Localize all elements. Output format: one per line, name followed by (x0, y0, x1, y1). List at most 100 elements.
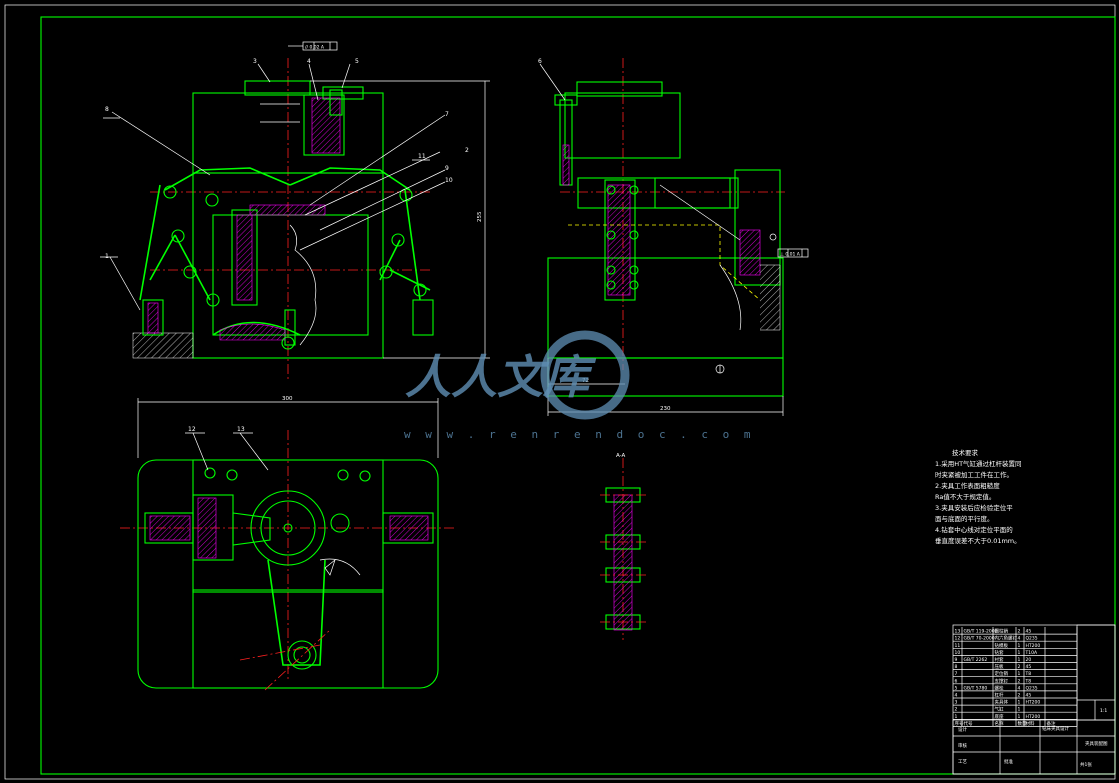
parts-cell: HT200 (1026, 714, 1041, 720)
parts-cell: 底座 (995, 713, 1004, 720)
part-balloons: 1 2 3 4 5 6 7 8 9 10 11 12 13 (105, 58, 542, 433)
parts-cell: 螺栓 (995, 684, 1004, 691)
parts-cell: 2 (1018, 664, 1021, 670)
tech-req-line-6: 面与底面的平行度。 (935, 514, 994, 523)
watermark-text: 人人文库 (405, 350, 597, 404)
parts-header-cell: 数量 (1018, 720, 1027, 727)
balloon-13: 13 (237, 426, 245, 433)
parts-cell: 4 (955, 693, 958, 699)
balloon-3: 3 (253, 58, 257, 65)
parts-cell: 圆柱销 (995, 628, 1009, 635)
parts-cell: 4 (1018, 636, 1021, 642)
parts-cell: GB/T 2262 (964, 657, 988, 663)
parts-cell: 气缸 (995, 706, 1004, 713)
parts-cell: T8 (1025, 678, 1032, 684)
balloon-4: 4 (307, 58, 311, 65)
parts-cell: GB/T 5780 (964, 685, 988, 691)
tech-req-line-3: 2.夹具工作表面粗糙度 (935, 481, 1000, 490)
parts-cell: 2 (1018, 693, 1021, 699)
parts-cell: 8 (955, 664, 958, 670)
watermark: 人人文库 w w w . r e n r e n d o c . c o m (404, 330, 755, 441)
sign-label-process: 工艺 (958, 759, 967, 765)
parts-cell: 45 (1026, 693, 1032, 699)
parts-header-cell: 代号 (964, 720, 973, 727)
side-view: ⊥ 0.01 A 72 230 (539, 58, 809, 416)
parts-cell: 5 (955, 685, 958, 691)
balloon-11: 11 (418, 153, 426, 160)
parts-cell: 45 (1026, 629, 1032, 635)
parts-cell: HT200 (1026, 643, 1041, 649)
technical-requirements: 技术要求 1.采用HT气缸通过杠杆装置同 时夹紧被加工工件在工作。 2.夹具工作… (935, 448, 1022, 545)
parts-cell: 1 (1018, 700, 1021, 706)
parts-cell: 12 (955, 636, 961, 642)
sign-label-design: 设计 (958, 726, 967, 733)
tech-req-line-8: 垂直度误差不大于0.01mm。 (935, 536, 1021, 545)
design-title: 钻床夹具设计 (1042, 725, 1069, 732)
sheet-count: 共1张 (1080, 761, 1092, 768)
parts-cell: HT200 (1026, 700, 1041, 706)
parts-cell: 45 (1026, 664, 1032, 670)
dim-side-offset: 72 (582, 378, 589, 384)
top-view: 300 (120, 396, 455, 691)
parts-cell: 钻模板 (995, 642, 1009, 649)
parts-cell: 4 (1018, 685, 1021, 691)
parts-cell: GB/T 70-2000 (964, 636, 995, 642)
balloon-10: 10 (445, 177, 453, 184)
parts-cell: 10 (955, 650, 961, 656)
balloon-12: 12 (188, 426, 196, 433)
parts-cell: 20 (1026, 657, 1032, 663)
tech-req-line-7: 4.钻套中心线对定位平面的 (935, 525, 1013, 534)
drawing-name: 夹具装配图 (1085, 740, 1108, 747)
section-label: A-A (616, 453, 626, 459)
parts-cell: 钻套 (995, 649, 1004, 656)
tech-req-line-2: 时夹紧被加工工件在工作。 (935, 470, 1013, 479)
parts-cell: 6 (955, 678, 958, 684)
watermark-url: w w w . r e n r e n d o c . c o m (404, 428, 755, 441)
parts-cell: 1 (955, 714, 958, 720)
parts-cell: 1 (1018, 707, 1021, 713)
parts-cell: 7 (955, 671, 958, 677)
balloon-7: 7 (445, 111, 449, 118)
parts-cell: 压板 (995, 663, 1004, 670)
tech-req-line-4: Ra值不大于规定值。 (935, 492, 995, 501)
front-view: 255 // 0.02 A (100, 41, 490, 380)
parts-cell: 2 (955, 707, 958, 713)
parts-cell: 1 (1018, 643, 1021, 649)
parts-cell: 1 (1018, 657, 1021, 663)
balloon-2: 2 (465, 147, 469, 154)
dim-top-width: 300 (282, 396, 293, 402)
section-detail: A-A (600, 453, 646, 640)
dim-front-height: 255 (477, 211, 483, 222)
parts-cell: Q235 (1026, 636, 1038, 642)
parts-cell: 支撑钉 (995, 677, 1009, 684)
parts-cell: 内六角螺钉 (995, 635, 1018, 642)
parts-cell: 11 (955, 643, 961, 649)
parts-cell: T10A (1025, 650, 1038, 656)
parts-cell: 3 (955, 700, 958, 706)
parts-cell: 定位销 (995, 670, 1009, 677)
parts-header-cell: 序号 (955, 720, 964, 727)
parts-header-cell: 名称 (995, 720, 1004, 727)
parts-cell: 1 (1018, 671, 1021, 677)
parts-cell: 夹具体 (995, 699, 1009, 706)
parts-cell: 1 (1018, 650, 1021, 656)
parts-cell: T8 (1025, 671, 1032, 677)
tech-req-title: 技术要求 (952, 448, 979, 457)
tech-req-line-5: 3.夹具安装后应检验定位平 (935, 503, 1013, 512)
parts-cell: 2 (1018, 678, 1021, 684)
drawing-scale: 1:1 (1100, 708, 1107, 714)
parts-cell: 1 (1018, 714, 1021, 720)
dim-side-width: 230 (660, 406, 671, 412)
parts-cell: GB/T 119-2000 (964, 629, 998, 635)
parts-cell: 杠杆 (995, 692, 1004, 699)
tech-req-line-1: 1.采用HT气缸通过杠杆装置同 (935, 459, 1022, 468)
balloon-8: 8 (105, 106, 109, 113)
sign-label-approve: 批准 (1004, 758, 1013, 765)
tolerance-frame-top: // 0.02 A (305, 45, 325, 51)
parts-cell: Q235 (1026, 685, 1038, 691)
sign-label-review: 审核 (958, 742, 967, 749)
balloon-5: 5 (355, 58, 359, 65)
parts-header-cell: 材料 (1026, 720, 1035, 727)
